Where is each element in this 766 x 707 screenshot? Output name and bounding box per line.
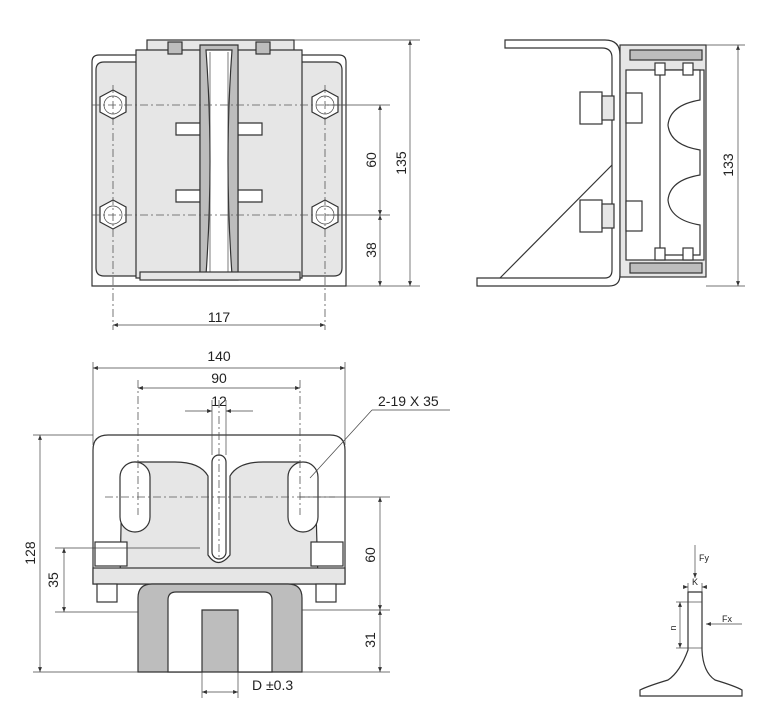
label-k: K	[692, 577, 698, 587]
front-top-slot-left	[167, 41, 183, 55]
dim-12: 12	[211, 393, 227, 409]
dim-140: 140	[207, 348, 231, 364]
front-view: 117 60 38 135	[91, 39, 420, 330]
dim-35: 35	[45, 572, 61, 588]
rail-detail: Fy K Fx n	[639, 545, 743, 697]
side-view: 133	[476, 39, 745, 287]
bottom-lower-shoe-inner	[167, 591, 273, 673]
bottom-view: 140 90 12 2-19 X 35 128 35 60 31	[22, 348, 450, 698]
bottom-bolt-right	[310, 541, 344, 603]
side-bolt-top	[579, 91, 643, 125]
front-top-slot-right	[255, 41, 271, 55]
bottom-clamp-bar	[92, 567, 346, 585]
bottom-bolt-left	[94, 541, 128, 603]
dim-31: 31	[362, 632, 378, 648]
dim-60-front: 60	[363, 152, 379, 168]
dim-d: D ±0.3	[252, 677, 293, 693]
front-right-shoe	[237, 49, 303, 279]
side-bolt-bottom	[579, 199, 643, 233]
dim-60-bottom: 60	[362, 547, 378, 563]
front-left-shoe	[135, 49, 201, 279]
side-gusset	[499, 164, 613, 279]
front-bottom-strip	[139, 271, 301, 281]
label-n: n	[668, 625, 678, 630]
hole-callout: 2-19 X 35	[378, 393, 439, 409]
label-fx: Fx	[722, 614, 732, 624]
dim-90: 90	[211, 370, 227, 386]
dim-38: 38	[363, 242, 379, 258]
label-fy: Fy	[699, 553, 709, 563]
side-shoe-profile	[659, 69, 701, 256]
dim-117: 117	[208, 309, 231, 325]
dim-135: 135	[393, 151, 409, 175]
dim-133: 133	[720, 153, 736, 177]
rail-profile	[639, 591, 743, 697]
side-bracket	[476, 39, 621, 287]
dim-128: 128	[22, 541, 38, 565]
